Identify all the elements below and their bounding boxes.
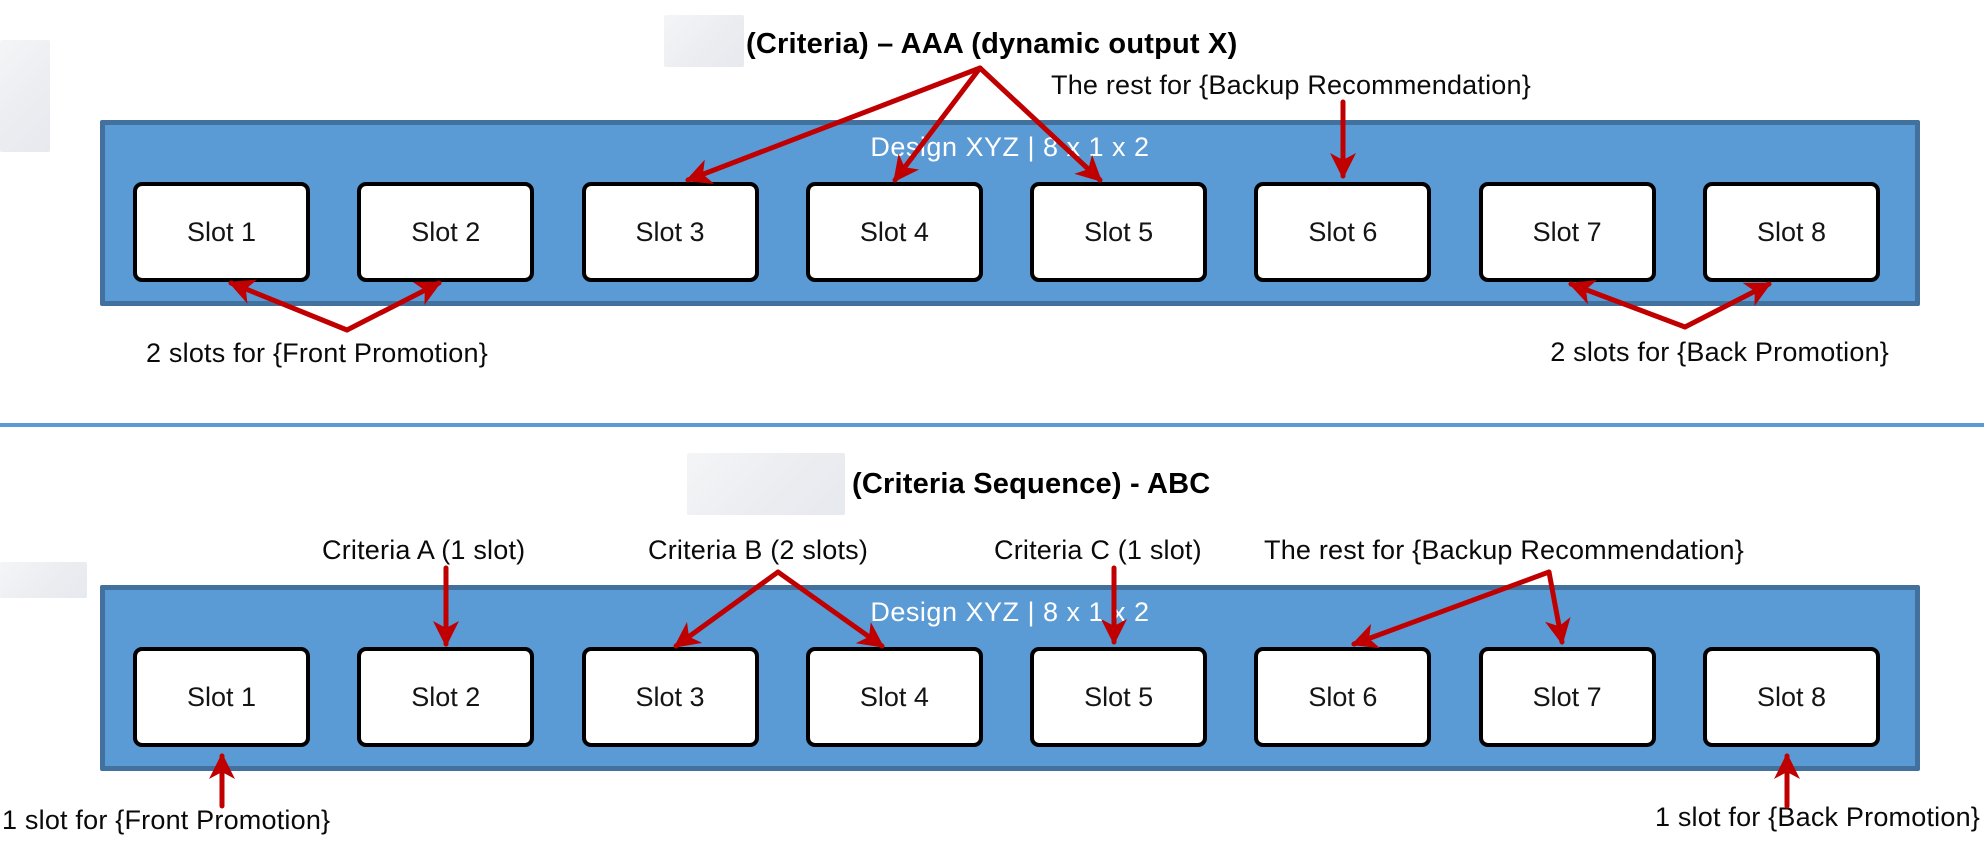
diagram1-slot-row: Slot 1 Slot 2 Slot 3 Slot 4 Slot 5 Slot … (133, 182, 1880, 282)
slot-7: Slot 7 (1478, 182, 1656, 282)
diagram1-banner-label: Design XYZ | 8 x 1 x 2 (870, 132, 1150, 162)
diagram2-front-label: 1 slot for {Front Promotion} (2, 805, 331, 835)
slot-8: Slot 8 (1702, 182, 1880, 282)
diagram2-backup-label: The rest for {Backup Recommendation} (1264, 535, 1744, 565)
diagram1-back-label: 2 slots for {Back Promotion} (1550, 337, 1889, 367)
diagram2-banner: Design XYZ | 8 x 1 x 2 Slot 1 Slot 2 Slo… (100, 585, 1920, 771)
diagram2-banner-label: Design XYZ | 8 x 1 x 2 (870, 597, 1150, 627)
slot-3: Slot 3 (581, 647, 759, 747)
slot-2: Slot 2 (357, 647, 535, 747)
criteria-a-label: Criteria A (1 slot) (322, 535, 526, 565)
slot-3: Slot 3 (581, 182, 759, 282)
slot-6: Slot 6 (1254, 182, 1432, 282)
slot-5: Slot 5 (1030, 647, 1208, 747)
slot-1: Slot 1 (133, 647, 310, 747)
slot-8: Slot 8 (1702, 647, 1880, 747)
diagram2-slot-row: Slot 1 Slot 2 Slot 3 Slot 4 Slot 5 Slot … (133, 647, 1880, 747)
slot-1: Slot 1 (133, 182, 310, 282)
section-divider (0, 423, 1984, 427)
redacted-blur-title-2 (687, 453, 845, 515)
slot-2: Slot 2 (357, 182, 535, 282)
diagram1-title: (Criteria) – AAA (dynamic output X) (746, 28, 1238, 60)
diagram1-backup-label: The rest for {Backup Recommendation} (1051, 70, 1531, 100)
criteria-c-label: Criteria C (1 slot) (994, 535, 1202, 565)
diagram2-title: (Criteria Sequence) - ABC (852, 468, 1211, 500)
diagram1-front-label: 2 slots for {Front Promotion} (146, 338, 488, 368)
redacted-blur-top-left (0, 40, 50, 152)
criteria-b-label: Criteria B (2 slots) (648, 535, 869, 565)
slot-6: Slot 6 (1254, 647, 1432, 747)
redacted-blur-bottom-left (0, 562, 87, 598)
slot-7: Slot 7 (1478, 647, 1656, 747)
slot-4: Slot 4 (805, 182, 983, 282)
redacted-blur-title-1 (664, 15, 744, 67)
diagram2-back-label: 1 slot for {Back Promotion} (1654, 802, 1980, 832)
diagram1-banner: Design XYZ | 8 x 1 x 2 Slot 1 Slot 2 Slo… (100, 120, 1920, 306)
slot-5: Slot 5 (1030, 182, 1208, 282)
slot-4: Slot 4 (805, 647, 983, 747)
